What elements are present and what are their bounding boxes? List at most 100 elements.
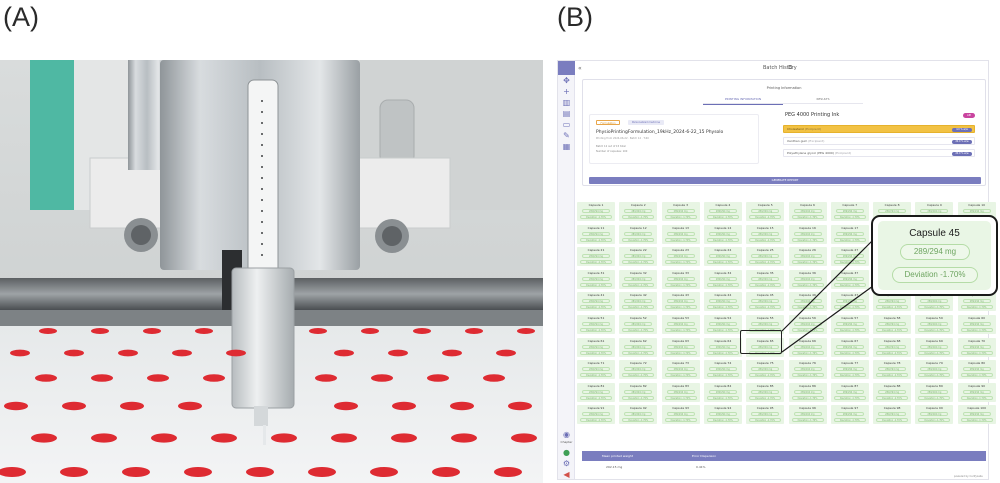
back-arrow-icon[interactable]: « — [578, 65, 582, 72]
bar-chart-icon[interactable]: ▥ — [562, 98, 571, 107]
generate-report-button[interactable]: GENERATE REPORT — [589, 177, 981, 184]
move-icon[interactable]: ✥ — [563, 76, 570, 85]
document-icon[interactable]: ▤ — [562, 109, 571, 118]
folder-icon[interactable]: ▭ — [562, 120, 571, 129]
zoomed-capsule-card[interactable]: Capsule 45 289/294 mg Deviation -1.70% — [878, 221, 991, 290]
excipient-row[interactable]: Xanthan gum (Excipient) 20.0 % w/w — [783, 137, 975, 145]
settings-icon[interactable]: ⚙ — [562, 459, 571, 468]
excipient-row[interactable]: Cholesterol (Excipient) 4.0 % w/w — [783, 125, 975, 133]
tab-printing-information[interactable]: PRINTING INFORMATION — [703, 97, 783, 105]
excipient-row[interactable]: Polyethylene glycol (PEG 4000) (Excipien… — [783, 149, 975, 157]
megaphone-icon[interactable]: ◀ — [563, 470, 570, 479]
building-icon[interactable]: ▦ — [562, 142, 571, 151]
tab-results[interactable]: RESULTS — [816, 97, 830, 101]
share-icon[interactable]: ⧉ — [788, 64, 793, 71]
user-icon[interactable]: ● — [563, 448, 570, 457]
plus-icon[interactable]: + — [563, 87, 570, 96]
pen-icon[interactable]: ✎ — [563, 131, 570, 140]
